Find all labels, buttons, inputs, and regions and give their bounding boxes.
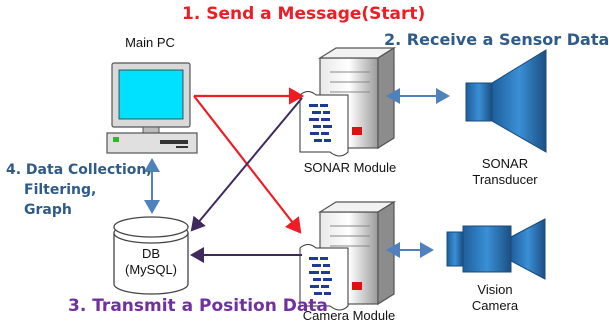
step-send-message-label: 1. Send a Message(Start) [182,4,426,24]
db-label: DB (MySQL) [121,246,181,278]
sonar-module-server-icon [299,46,397,157]
db-label-line2: (MySQL) [125,262,177,277]
step-data-collection-line1: 4. Data Collection, [6,162,152,178]
sonar-module-label: SONAR Module [303,160,397,175]
vision-camera-label: Vision Camera [460,282,530,314]
sonar-transducer-label: SONAR Transducer [465,156,545,188]
sonar-transducer-label-line1: SONAR [481,156,529,171]
step-data-collection-label: 4. Data Collection, Filtering, Graph [6,160,152,220]
step-data-collection-line2: Filtering, [24,182,97,198]
step-transmit-position-data-label: 3. Transmit a Position Data [68,296,328,316]
transmit-arrow-from-sonar [190,97,303,232]
vision-camera-icon [446,218,546,280]
main-pc-icon [106,62,198,154]
step-receive-sensor-data-label: 2. Receive a Sensor Data [384,30,609,49]
database-icon [113,216,189,295]
vision-camera-label-line2: Camera [471,298,519,313]
main-pc-label: Main PC [125,35,175,50]
sonar-transducer-label-line2: Transducer [472,172,538,187]
camera-module-label: Camera Module [302,308,396,323]
db-label-line1: DB [141,246,161,261]
vision-camera-label-line1: Vision [477,282,513,297]
step-data-collection-line3: Graph [24,202,72,218]
sonar-transducer-icon [465,49,547,153]
camera-module-server-icon [299,200,397,311]
